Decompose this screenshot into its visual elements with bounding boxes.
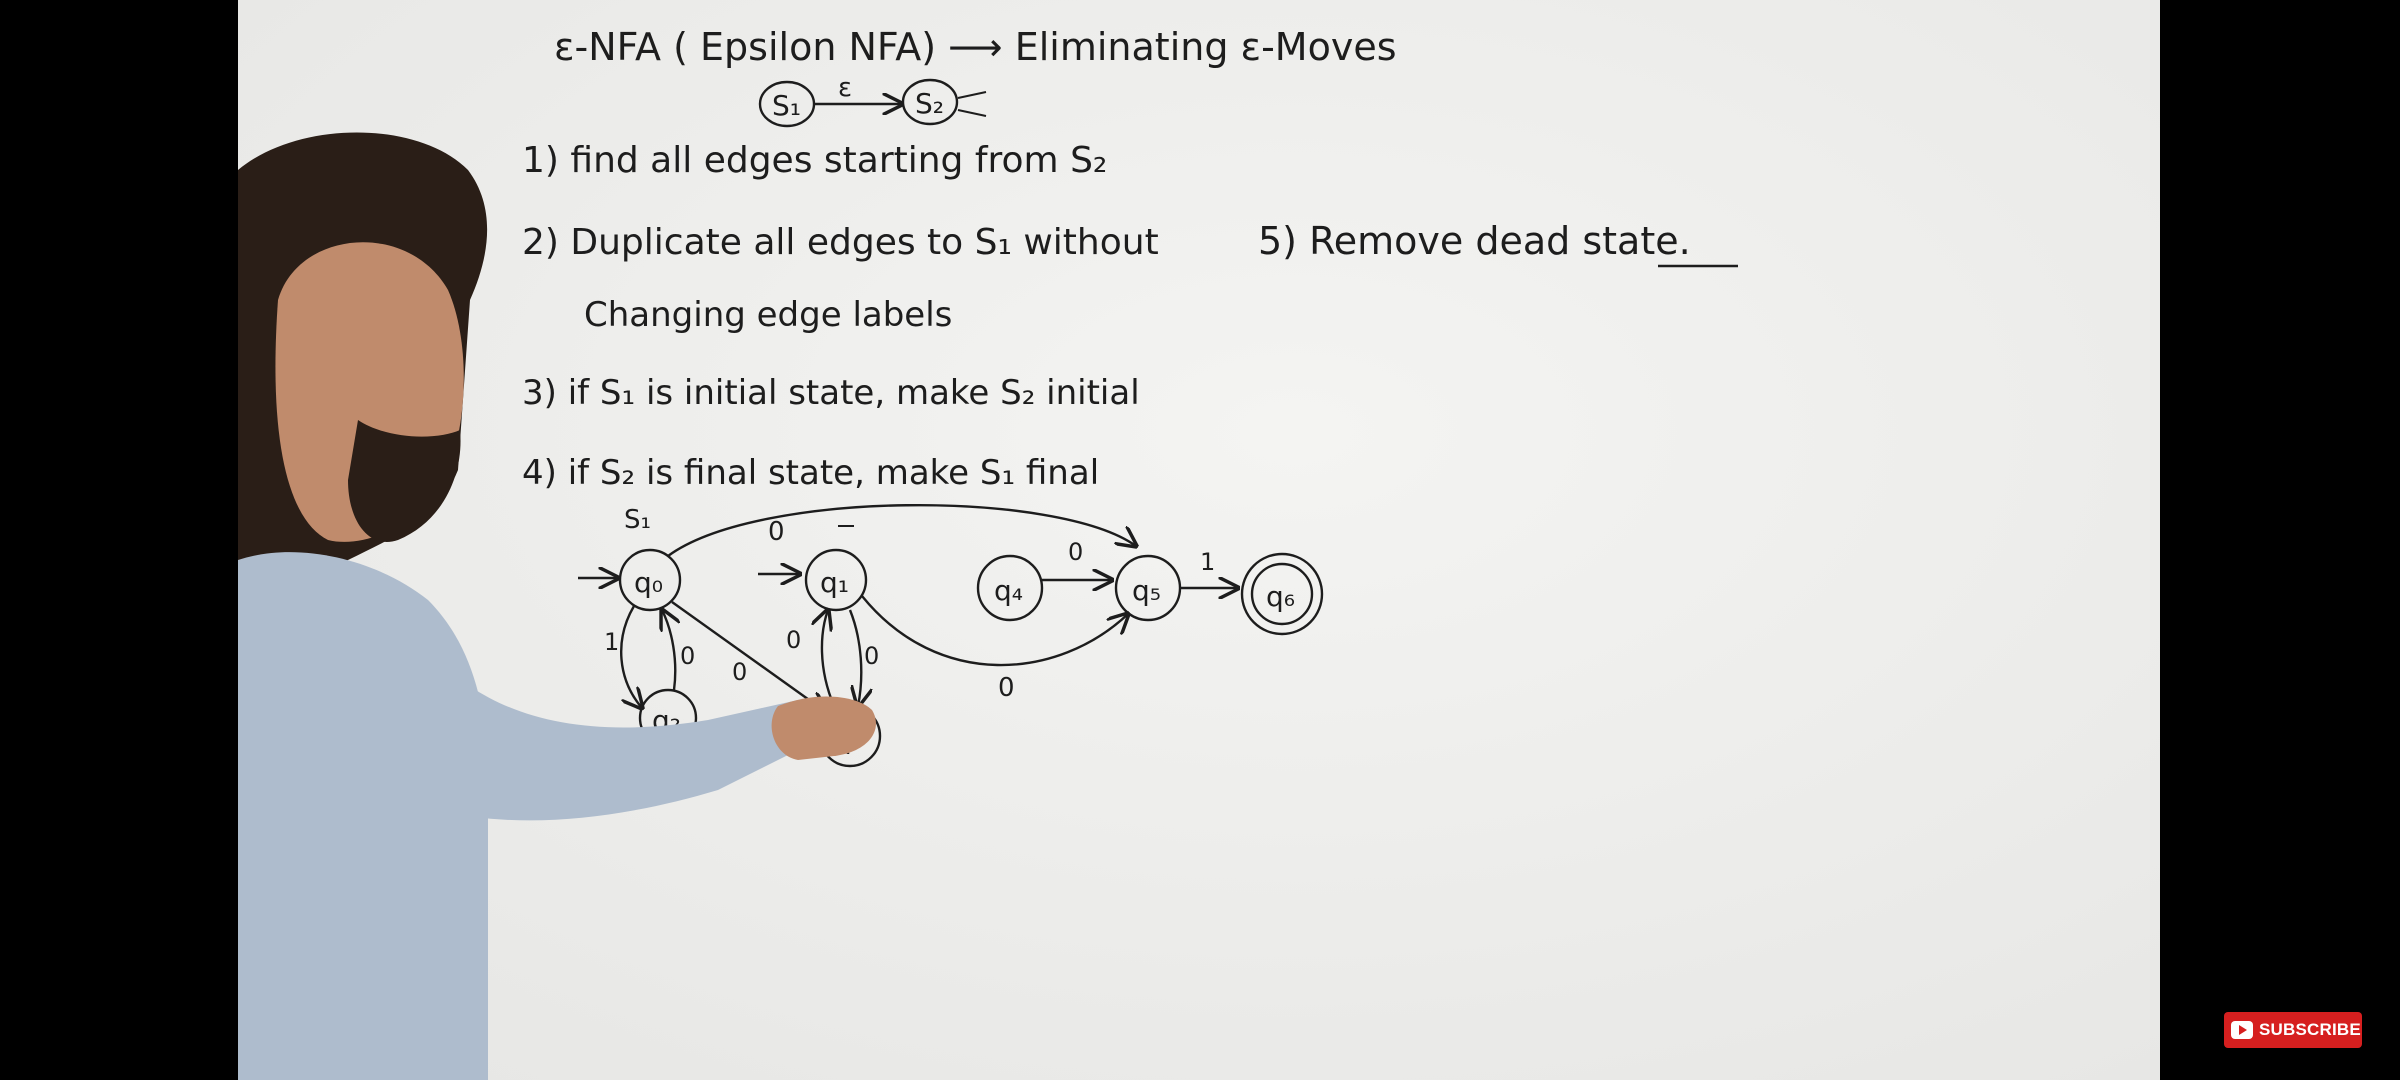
rule-2-line-2: Changing edge labels (584, 295, 952, 335)
example-state-b: S₂ (915, 87, 944, 120)
edge-q1-q3 (848, 609, 861, 706)
svg-text:q₁: q₁ (820, 566, 849, 599)
video-frame[interactable]: ε-NFA ( Epsilon NFA) ⟶ Eliminating ε-Mov… (238, 0, 2160, 1080)
board-title: ε-NFA ( Epsilon NFA) ⟶ Eliminating ε-Mov… (554, 25, 1397, 69)
edge-q2-q0 (662, 610, 675, 691)
svg-text:q₆: q₆ (1266, 580, 1295, 613)
edge-q3-q1 (822, 610, 836, 707)
label-q2-q0: 0 (680, 642, 695, 670)
label-q0-q5: 0 (768, 517, 785, 547)
label-q5-q6: 1 (1200, 548, 1215, 576)
label-q1-q5: 0 (998, 673, 1015, 703)
whiteboard: ε-NFA ( Epsilon NFA) ⟶ Eliminating ε-Mov… (238, 0, 2160, 1080)
rule-1: 1) find all edges starting from S₂ (522, 140, 1107, 181)
rule-2-line-1: 2) Duplicate all edges to S₁ without (522, 222, 1159, 263)
label-q1-q3: 0 (864, 642, 879, 670)
edge-q0-q5 (667, 503, 1136, 557)
edge-q0-q3 (671, 601, 826, 712)
svg-text:q₀: q₀ (634, 566, 663, 599)
rule-4: 4) if S₂ is final state, make S₁ final (522, 453, 1099, 493)
label-q0-q2: 1 (604, 628, 619, 656)
label-q0-q3: 0 (732, 658, 747, 686)
rule-5: 5) Remove dead state. (1258, 219, 1691, 263)
label-q3-q1: 0 (786, 626, 801, 654)
state-q4: q₄ (976, 554, 1044, 622)
example-epsilon: ε (838, 73, 852, 103)
svg-text:q₄: q₄ (994, 574, 1023, 607)
label-q4-q5: 0 (1068, 538, 1083, 566)
edge-q1-q5 (861, 595, 1128, 667)
presenter (238, 132, 876, 1080)
svg-text:q₅: q₅ (1132, 574, 1161, 607)
whiteboard-surface (238, 0, 2160, 1080)
state-q1: q₁ (804, 548, 868, 612)
example-state-a: S₁ (772, 89, 801, 122)
edge-q0-q2 (620, 605, 642, 708)
subscribe-button[interactable]: SUBSCRIBE (2224, 1012, 2362, 1048)
state-q0: q₀ (618, 548, 682, 612)
tag-s1: S₁ (624, 505, 651, 535)
rule-3: 3) if S₁ is initial state, make S₂ initi… (522, 373, 1140, 413)
subscribe-label: SUBSCRIBE (2259, 1020, 2361, 1039)
state-q6: q₆ (1240, 552, 1324, 636)
epsilon-example: S₁ ε S₂ (758, 73, 987, 128)
play-icon (2230, 1018, 2254, 1042)
